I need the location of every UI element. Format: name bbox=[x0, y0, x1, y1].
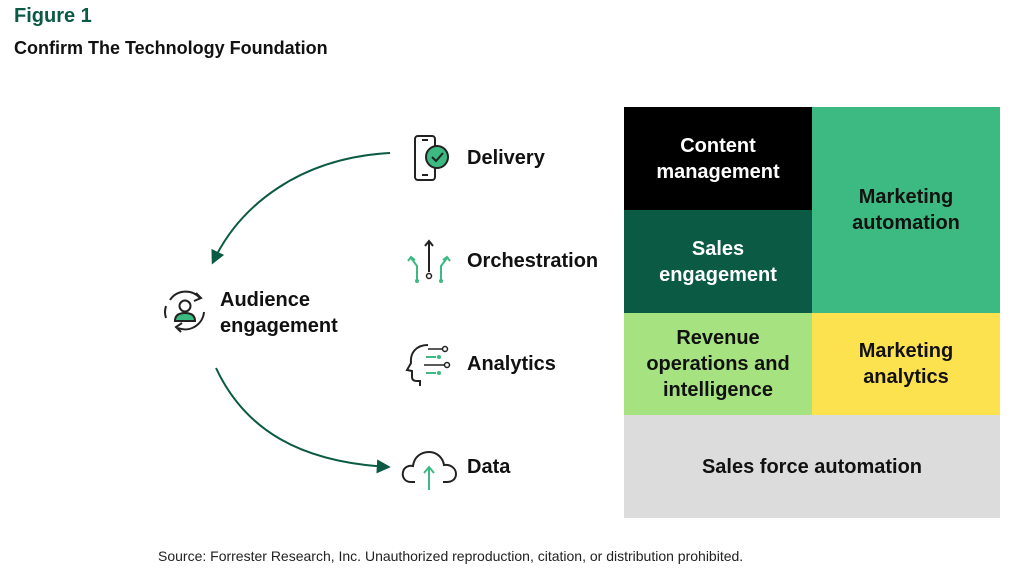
layer-label: Delivery bbox=[467, 146, 545, 169]
cell-content-management: Content management bbox=[624, 107, 812, 210]
arrow-audience-to-data bbox=[215, 367, 391, 474]
orchestration-arrows-icon bbox=[398, 231, 460, 291]
cell-sales-engagement: Sales engagement bbox=[624, 210, 812, 313]
layer-orchestration: Orchestration bbox=[398, 231, 598, 291]
layer-analytics: Analytics bbox=[398, 334, 556, 394]
figure-label: Figure 1 bbox=[14, 5, 92, 27]
audience-engagement-label: Audience engagement bbox=[220, 288, 338, 337]
cell-revenue-operations: Revenue operations and intelligence bbox=[624, 313, 812, 415]
arrow-delivery-to-audience bbox=[211, 152, 391, 265]
figure-title: Confirm The Technology Foundation bbox=[14, 38, 328, 58]
cloud-upload-icon bbox=[398, 437, 460, 497]
layer-label: Analytics bbox=[467, 352, 556, 375]
audience-engagement-icon bbox=[160, 284, 210, 341]
audience-engagement: Audience engagement bbox=[160, 284, 360, 341]
layer-data: Data bbox=[398, 437, 510, 497]
cell-marketing-analytics: Marketing analytics bbox=[812, 313, 1000, 415]
source-note: Source: Forrester Research, Inc. Unautho… bbox=[158, 548, 744, 564]
cell-marketing-automation: Marketing automation bbox=[812, 107, 1000, 313]
cell-sales-force-automation: Sales force automation bbox=[624, 415, 1000, 518]
smartphone-check-icon bbox=[398, 128, 460, 188]
layer-label: Orchestration bbox=[467, 249, 599, 272]
layer-label: Data bbox=[467, 455, 511, 478]
technology-grid: Content management Sales engagement Mark… bbox=[624, 107, 1000, 518]
layer-delivery: Delivery bbox=[398, 128, 545, 188]
analytics-head-icon bbox=[398, 334, 460, 394]
